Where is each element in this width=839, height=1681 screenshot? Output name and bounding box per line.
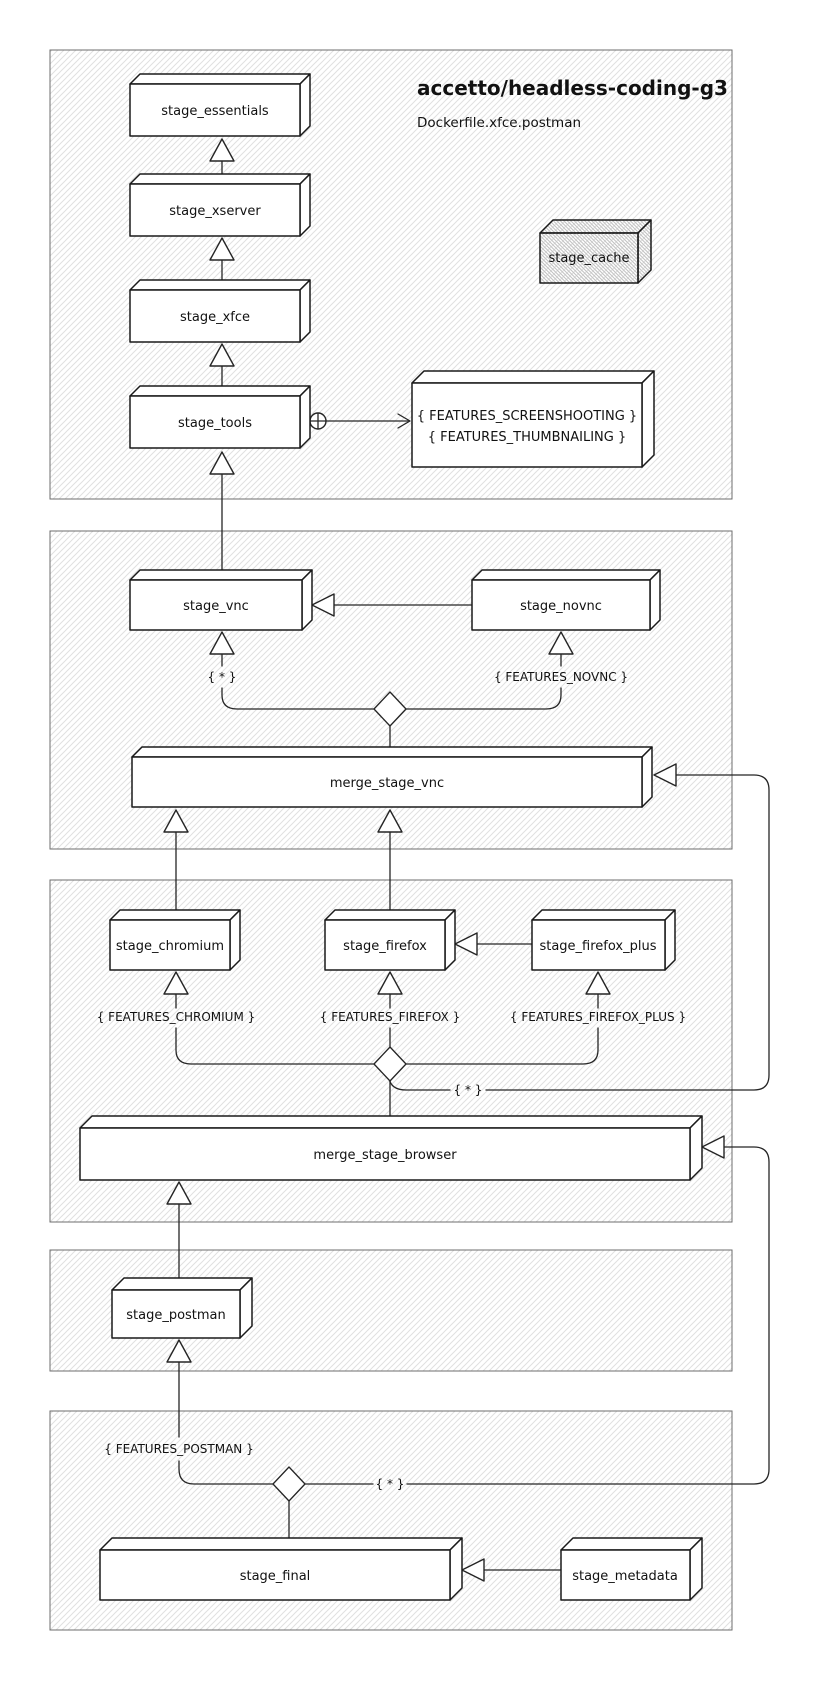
arrowhead-mergevnc-left — [163, 809, 189, 833]
arrowhead-mergebrowser-right — [701, 1135, 725, 1159]
label-final-star: { * } — [376, 1477, 405, 1491]
circled-plus-cross — [309, 412, 327, 430]
arrowhead-mergevnc-mid — [377, 809, 403, 833]
arrowhead-tools — [209, 451, 235, 475]
features-note: { FEATURES_SCREENSHOOTING } { FEATURES_T… — [411, 370, 655, 468]
node-stage-tools-label: stage_tools — [178, 416, 252, 431]
choice-diamond-browser — [373, 1046, 407, 1082]
features-note-line2: { FEATURES_THUMBNAILING } — [428, 430, 627, 445]
edge-chromium-label-b — [175, 1027, 375, 1065]
arrowheads — [163, 138, 725, 1582]
arrowhead-ffplus-bottom — [585, 971, 611, 995]
page-subtitle: Dockerfile.xfce.postman — [417, 115, 581, 131]
edge-final-star-loop — [406, 1146, 770, 1485]
edge-ffplus-label-b — [405, 1027, 599, 1065]
choice-diamond-vnc — [373, 691, 407, 727]
node-stage-final: stage_final — [99, 1537, 463, 1601]
label-vnc-star: { * } — [208, 670, 237, 684]
node-stage-xserver: stage_xserver — [129, 173, 311, 237]
arrowhead-xserver — [209, 237, 235, 261]
node-stage-firefox-plus-label: stage_firefox_plus — [539, 939, 656, 954]
node-stage-metadata-label: stage_metadata — [572, 1569, 678, 1584]
node-stage-chromium: stage_chromium — [109, 909, 241, 971]
label-features-novnc: { FEATURES_NOVNC } — [494, 670, 628, 684]
node-merge-stage-vnc: merge_stage_vnc — [131, 746, 653, 808]
page-title: accetto/headless-coding-g3 — [417, 76, 728, 100]
node-stage-cache: stage_cache — [539, 219, 652, 284]
node-stage-metadata: stage_metadata — [560, 1537, 703, 1601]
label-features-firefox-plus: { FEATURES_FIREFOX_PLUS } — [510, 1010, 686, 1024]
edge-star-vnc-b — [221, 687, 375, 710]
arrowhead-firefox-left — [454, 932, 478, 956]
edge-postman-label-b — [178, 1460, 274, 1485]
edge-browser-star-loop — [485, 774, 770, 1091]
arrowhead-novnc-bottom — [548, 631, 574, 655]
node-stage-essentials-label: stage_essentials — [161, 104, 269, 119]
edge-labels: { * } { FEATURES_NOVNC } { FEATURES_CHRO… — [97, 670, 686, 1491]
edge-novnc-label-b — [405, 687, 562, 710]
node-stage-postman: stage_postman — [111, 1277, 253, 1339]
node-stage-vnc-label: stage_vnc — [183, 599, 249, 614]
features-note-line1: { FEATURES_SCREENSHOOTING } — [417, 409, 637, 424]
node-stage-chromium-label: stage_chromium — [116, 939, 224, 954]
label-features-postman: { FEATURES_POSTMAN } — [104, 1442, 253, 1456]
open-arrowhead — [397, 413, 411, 429]
arrowhead-chromium-bottom — [163, 971, 189, 995]
node-stage-novnc: stage_novnc — [471, 569, 661, 631]
node-stage-firefox-plus: stage_firefox_plus — [531, 909, 676, 971]
label-features-chromium: { FEATURES_CHROMIUM } — [97, 1010, 256, 1024]
node-merge-stage-browser-label: merge_stage_browser — [313, 1148, 457, 1163]
arrowhead-mergebrowser-bottom — [166, 1181, 192, 1205]
node-stage-essentials: stage_essentials — [129, 73, 311, 137]
arrowhead-vnc-left — [311, 593, 335, 617]
node-stage-tools: stage_tools — [129, 385, 311, 449]
node-stage-firefox-label: stage_firefox — [343, 939, 427, 954]
arrowhead-postman-bottom — [166, 1339, 192, 1363]
node-stage-final-label: stage_final — [240, 1569, 311, 1584]
node-stage-xserver-label: stage_xserver — [169, 204, 261, 219]
node-merge-stage-vnc-label: merge_stage_vnc — [330, 776, 444, 791]
arrowhead-mergevnc-right — [653, 763, 677, 787]
node-merge-stage-browser: merge_stage_browser — [79, 1115, 703, 1181]
node-stage-novnc-label: stage_novnc — [520, 599, 602, 614]
arrowhead-essentials — [209, 138, 235, 162]
node-stage-firefox: stage_firefox — [324, 909, 456, 971]
arrowhead-vnc-bottom — [209, 631, 235, 655]
node-stage-cache-label: stage_cache — [548, 251, 629, 266]
node-stage-postman-label: stage_postman — [126, 1308, 226, 1323]
arrowhead-firefox-bottom — [377, 971, 403, 995]
node-stage-vnc: stage_vnc — [129, 569, 313, 631]
arrowhead-xfce — [209, 343, 235, 367]
node-stage-xfce-label: stage_xfce — [180, 310, 250, 325]
node-stage-xfce: stage_xfce — [129, 279, 311, 343]
arrowhead-final-right — [461, 1558, 485, 1582]
label-features-firefox: { FEATURES_FIREFOX } — [320, 1010, 460, 1024]
label-browser-star: { * } — [454, 1083, 483, 1097]
choice-diamond-final — [272, 1466, 306, 1502]
